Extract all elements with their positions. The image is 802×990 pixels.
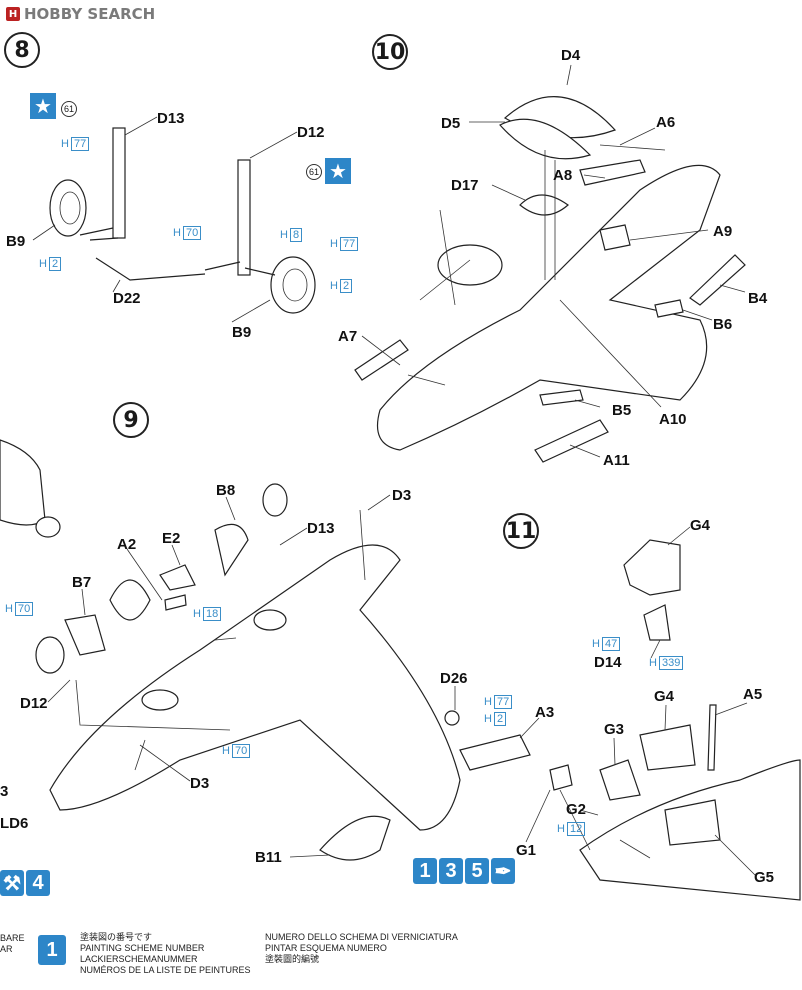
step10-aircraft-drawing [354, 96, 746, 463]
part-label-a11: A11 [603, 452, 630, 469]
part-label-ld6: LD6 [0, 815, 29, 832]
part-label-g4: G4 [690, 517, 711, 534]
leader-lines [32, 64, 756, 876]
part-tag-61: 61 [306, 164, 322, 180]
part-label-d3: D3 [392, 487, 412, 504]
painting-scheme-right: 1 3 5 ✒ [413, 858, 515, 886]
part-label-d17: D17 [451, 177, 479, 194]
painting-scheme-left: ⚒ 4 [0, 870, 50, 898]
part-label-a9: A9 [713, 223, 733, 240]
part-label-b5: B5 [612, 402, 632, 419]
part-label-a2: A2 [117, 536, 137, 553]
step-11-badge: 11 [503, 513, 539, 549]
part-label-d13: D13 [307, 520, 335, 537]
part-label-d3: D3 [190, 775, 210, 792]
part-label-d4: D4 [561, 47, 581, 64]
part-label-a5: A5 [743, 686, 763, 703]
scheme-number: 1 [413, 858, 437, 884]
part-label-d26: D26 [440, 670, 468, 687]
part-label-d22: D22 [113, 290, 141, 307]
part-label-d13: D13 [157, 110, 185, 127]
step-9-badge: 9 [113, 402, 149, 438]
left-edge-drawing [0, 439, 61, 538]
step-10-badge: 10 [372, 34, 408, 70]
part-label-g3: G3 [604, 721, 625, 738]
part-label-a3: A3 [535, 704, 555, 721]
step8-left-gear-drawing [49, 127, 206, 281]
part-label-b9: B9 [6, 233, 26, 250]
part-label-edge-3: 3 [0, 783, 9, 800]
part-label-b9: B9 [232, 324, 252, 341]
part-label-a8: A8 [553, 167, 573, 184]
step11-canopy-drawing [549, 539, 801, 901]
scheme-number: 3 [439, 858, 463, 884]
legend-right: NUMERO DELLO SCHEMA DI VERNICIATURA PINT… [265, 932, 458, 964]
part-label-b4: B4 [748, 290, 768, 307]
part-label-a6: A6 [656, 114, 676, 131]
star-icon: ★ [325, 158, 351, 184]
legend-left: BARE AR [0, 933, 25, 954]
step8-right-gear-drawing [204, 159, 316, 314]
part-label-a10: A10 [659, 411, 687, 428]
scheme-icon: ⚒ [0, 870, 24, 896]
legend-middle: 塗装図の番号です PAINTING SCHEME NUMBER LACKIERS… [80, 932, 251, 975]
scheme-number: 4 [26, 870, 50, 896]
part-label-d5: D5 [441, 115, 461, 132]
watermark-logo-icon: H [6, 7, 20, 21]
scheme-brush-icon: ✒ [491, 858, 515, 884]
part-label-d12: D12 [297, 124, 325, 141]
step-8-badge: 8 [4, 32, 40, 68]
part-label-g2: G2 [566, 801, 587, 818]
part-label-a7: A7 [338, 328, 358, 345]
part-label-b6: B6 [713, 316, 733, 333]
part-label-b7: B7 [72, 574, 92, 591]
part-tag-61: 61 [61, 101, 77, 117]
part-label-g4: G4 [654, 688, 675, 705]
part-label-e2: E2 [162, 530, 181, 547]
step9-aircraft-drawing [35, 483, 531, 861]
watermark-text: HOBBY SEARCH [24, 5, 156, 23]
part-label-d14: D14 [594, 654, 622, 671]
part-label-b11: B11 [255, 849, 282, 866]
watermark: H HOBBY SEARCH [6, 5, 155, 23]
part-label-b8: B8 [216, 482, 236, 499]
part-label-g1: G1 [516, 842, 537, 859]
part-label-g5: G5 [754, 869, 775, 886]
scheme-number: 5 [465, 858, 489, 884]
star-icon: ★ [30, 93, 56, 119]
legend-scheme-icon: 1 [38, 935, 66, 965]
part-label-d12: D12 [20, 695, 48, 712]
